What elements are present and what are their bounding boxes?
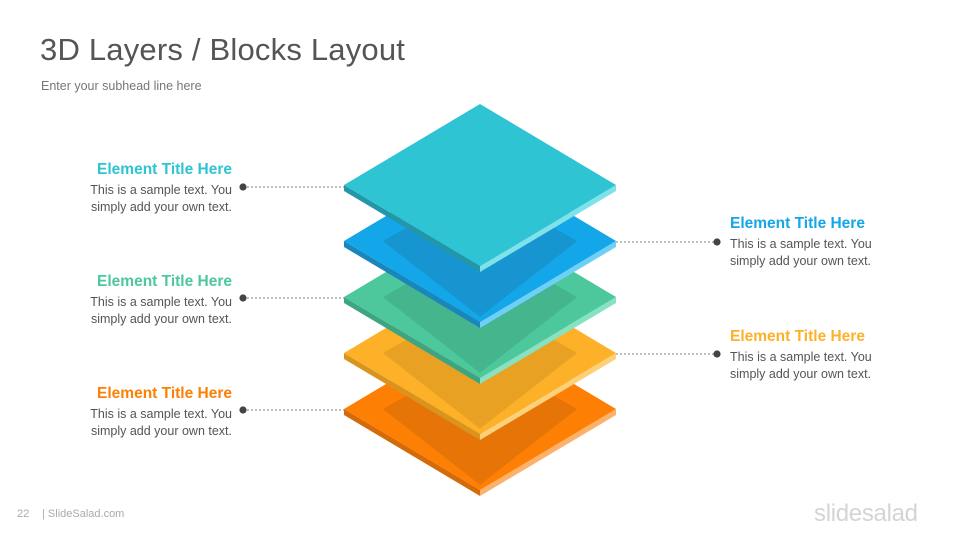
layer-second-left-edge <box>344 241 480 328</box>
callout-1: Element Title Here This is a sample text… <box>52 161 232 216</box>
brand-logo: slidesalad <box>814 500 918 527</box>
layer-top-top-face <box>344 104 616 266</box>
page-number: 22 <box>17 508 30 520</box>
layer-bottom-right-edge <box>480 409 616 496</box>
callout-3-title: Element Title Here <box>97 273 232 290</box>
callout-2-title: Element Title Here <box>730 215 865 232</box>
connector-dot-1 <box>239 183 247 191</box>
callout-1-text-line-1: This is a sample text. You <box>90 183 232 197</box>
layer-top-left-edge <box>344 185 480 272</box>
layer-third-right-edge <box>480 297 616 384</box>
connector-dot-4 <box>713 350 721 358</box>
layer-bottom-left-edge <box>344 409 480 496</box>
layer-top-right-edge <box>480 185 616 272</box>
connector-dot-2 <box>713 238 721 246</box>
callout-4-text-line-1: This is a sample text. You <box>730 350 872 364</box>
layer-stack <box>344 104 616 496</box>
footer-site[interactable]: | SlideSalad.com <box>42 508 125 520</box>
callout-4-text-line-2: simply add your own text. <box>730 367 872 381</box>
callout-3-text-line-2: simply add your own text. <box>90 312 232 326</box>
layer-fourth-right-edge <box>480 353 616 440</box>
callout-2-text-line-1: This is a sample text. You <box>730 237 872 251</box>
callout-5-text-line-2: simply add your own text. <box>90 424 232 438</box>
connector-lines <box>239 183 721 414</box>
connector-dot-5 <box>239 406 247 414</box>
callout-2: Element Title Here This is a sample text… <box>730 215 910 270</box>
callout-3-text-line-1: This is a sample text. You <box>90 295 232 309</box>
callout-1-text-line-2: simply add your own text. <box>90 200 232 214</box>
layer-top <box>344 104 616 272</box>
layer-second-right-edge <box>480 241 616 328</box>
callout-4-title: Element Title Here <box>730 328 865 345</box>
callout-5-title: Element Title Here <box>97 385 232 402</box>
callout-2-text-line-2: simply add your own text. <box>730 254 872 268</box>
callout-5: Element Title Here This is a sample text… <box>52 385 232 440</box>
callout-4: Element Title Here This is a sample text… <box>730 328 910 383</box>
page-title: 3D Layers / Blocks Layout <box>40 32 406 67</box>
callout-5-text-line-1: This is a sample text. You <box>90 407 232 421</box>
connector-dot-3 <box>239 294 247 302</box>
layer-fourth-left-edge <box>344 353 480 440</box>
callout-3: Element Title Here This is a sample text… <box>52 273 232 328</box>
page-subhead: Enter your subhead line here <box>41 79 202 93</box>
callout-1-title: Element Title Here <box>97 161 232 178</box>
layer-third-left-edge <box>344 297 480 384</box>
